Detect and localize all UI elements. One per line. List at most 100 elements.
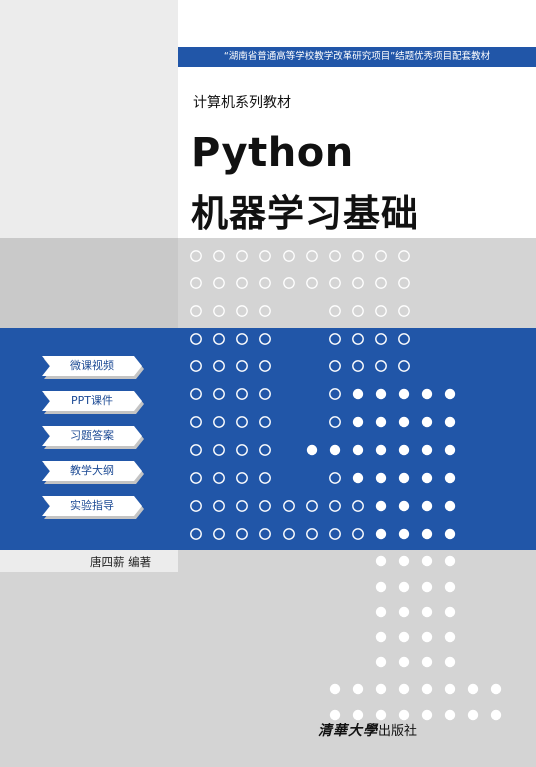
- tag-lab: 实验指导: [42, 496, 142, 516]
- dot-ring: [352, 250, 364, 262]
- dot-filled: [352, 388, 364, 400]
- dot-ring: [306, 277, 318, 289]
- dot-filled: [467, 683, 479, 695]
- tag-label: PPT课件: [71, 394, 113, 407]
- dot-ring: [190, 500, 202, 512]
- dot-filled: [352, 416, 364, 428]
- dot-ring: [259, 416, 271, 428]
- dot-filled: [398, 388, 410, 400]
- dot-ring: [236, 333, 248, 345]
- dot-ring: [329, 528, 341, 540]
- dot-ring: [352, 277, 364, 289]
- dot-ring: [283, 500, 295, 512]
- dot-filled: [398, 472, 410, 484]
- dot-ring: [329, 500, 341, 512]
- dot-filled: [490, 683, 502, 695]
- dot-ring: [190, 444, 202, 456]
- tag-label: 微课视频: [70, 359, 114, 372]
- dot-ring: [329, 472, 341, 484]
- dot-ring: [213, 277, 225, 289]
- dot-filled: [444, 656, 456, 668]
- dot-ring: [329, 416, 341, 428]
- dot-ring: [352, 305, 364, 317]
- dot-ring: [398, 277, 410, 289]
- dot-filled: [352, 709, 364, 721]
- dot-ring: [213, 250, 225, 262]
- dot-ring: [306, 250, 318, 262]
- dot-ring: [213, 444, 225, 456]
- dot-ring: [352, 333, 364, 345]
- dot-filled: [398, 631, 410, 643]
- tag-syllabus: 教学大纲: [42, 461, 142, 481]
- dot-ring: [375, 277, 387, 289]
- dot-ring: [236, 250, 248, 262]
- dot-ring: [329, 333, 341, 345]
- dot-ring: [398, 360, 410, 372]
- dot-ring: [259, 277, 271, 289]
- middle-gray-left: [0, 238, 178, 328]
- dot-ring: [236, 444, 248, 456]
- dot-ring: [375, 360, 387, 372]
- dot-filled: [444, 416, 456, 428]
- dot-filled: [375, 444, 387, 456]
- dot-ring: [213, 416, 225, 428]
- dot-ring: [236, 528, 248, 540]
- dot-ring: [236, 500, 248, 512]
- tag-label: 习题答案: [70, 429, 114, 442]
- dot-ring: [259, 305, 271, 317]
- dot-filled: [375, 528, 387, 540]
- dot-ring: [190, 472, 202, 484]
- dot-filled: [444, 581, 456, 593]
- dot-filled: [375, 555, 387, 567]
- dot-filled: [421, 555, 433, 567]
- dot-filled: [352, 472, 364, 484]
- dot-filled: [421, 528, 433, 540]
- dot-ring: [190, 250, 202, 262]
- dot-ring: [259, 444, 271, 456]
- dot-ring: [190, 388, 202, 400]
- dot-ring: [259, 472, 271, 484]
- dot-ring: [398, 333, 410, 345]
- dot-filled: [375, 500, 387, 512]
- dot-ring: [283, 277, 295, 289]
- series-name: 计算机系列教材: [193, 95, 291, 111]
- project-banner: [178, 47, 536, 67]
- dot-filled: [398, 683, 410, 695]
- project-banner-text: “湖南省普通高等学校教学改革研究项目”结题优秀项目配套教材: [223, 51, 491, 62]
- dot-ring: [236, 277, 248, 289]
- dot-filled: [444, 388, 456, 400]
- cover-top-right-panel: [178, 0, 536, 238]
- publisher-calligraphy: 清華大學: [318, 723, 378, 739]
- dot-ring: [236, 388, 248, 400]
- dot-ring: [213, 528, 225, 540]
- dot-filled: [421, 606, 433, 618]
- dot-ring: [352, 500, 364, 512]
- dot-filled: [444, 472, 456, 484]
- dot-ring: [190, 360, 202, 372]
- dot-filled: [329, 444, 341, 456]
- dot-ring: [259, 528, 271, 540]
- dot-filled: [421, 581, 433, 593]
- dot-filled: [398, 709, 410, 721]
- dot-ring: [190, 416, 202, 428]
- dot-ring: [329, 388, 341, 400]
- tag-video: 微课视频: [42, 356, 142, 376]
- dot-filled: [444, 555, 456, 567]
- dot-ring: [329, 250, 341, 262]
- dot-filled: [375, 683, 387, 695]
- dot-filled: [375, 416, 387, 428]
- dot-ring: [398, 250, 410, 262]
- dot-ring: [398, 305, 410, 317]
- dot-filled: [375, 709, 387, 721]
- dot-filled: [421, 683, 433, 695]
- dot-filled: [375, 606, 387, 618]
- dot-ring: [236, 416, 248, 428]
- dot-filled: [375, 631, 387, 643]
- dot-ring: [329, 360, 341, 372]
- dot-filled: [444, 606, 456, 618]
- tag-label: 实验指导: [70, 499, 114, 512]
- dot-filled: [444, 631, 456, 643]
- dot-filled: [329, 683, 341, 695]
- dot-filled: [421, 631, 433, 643]
- dot-ring: [259, 250, 271, 262]
